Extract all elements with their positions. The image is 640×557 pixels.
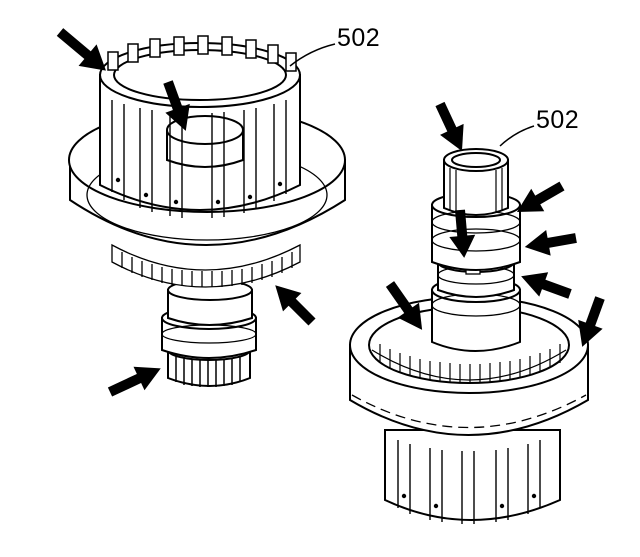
- leader-line-right: [499, 125, 535, 147]
- right-assembly: [349, 125, 589, 524]
- left-lower-shaft: [161, 279, 257, 387]
- part-number-label-left: 502: [337, 24, 381, 52]
- indicator-arrows: [56, 28, 605, 397]
- arrow-icon: [449, 209, 476, 258]
- arrow-icon: [163, 80, 190, 131]
- arrow-icon: [435, 101, 464, 152]
- right-lower-housing: [384, 429, 561, 524]
- arrow-icon: [385, 281, 423, 330]
- part-number-label-right: 502: [536, 106, 580, 134]
- arrow-icon: [516, 181, 565, 212]
- left-assembly: [68, 35, 346, 387]
- arrow-icon: [275, 285, 316, 326]
- arrow-icon: [578, 296, 605, 347]
- arrow-icon: [524, 230, 577, 256]
- arrow-icon: [521, 272, 572, 299]
- left-clutch-drum: [99, 35, 301, 218]
- leader-line-left: [289, 43, 336, 67]
- right-center-shaft: [431, 148, 521, 352]
- arrow-icon: [107, 366, 161, 397]
- arrow-icon: [56, 28, 106, 71]
